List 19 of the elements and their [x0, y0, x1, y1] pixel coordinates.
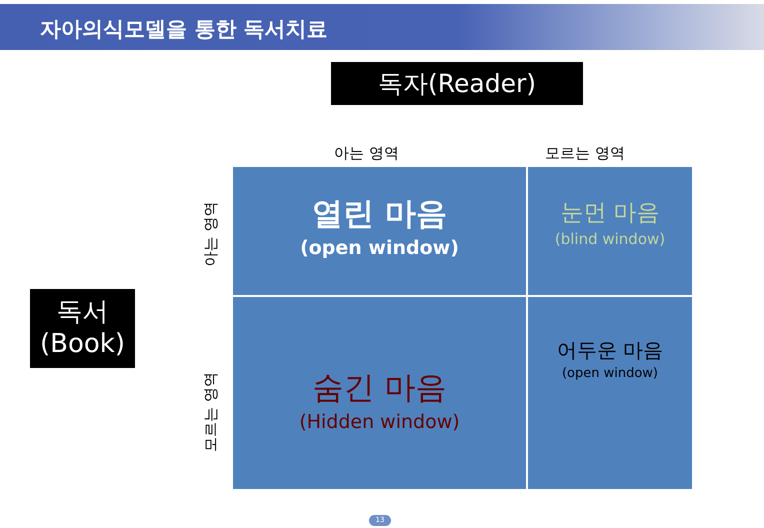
- quadrant-cell: [528, 297, 692, 489]
- column-header: 아는 영역: [334, 144, 399, 163]
- quadrant-title: 눈먼 마음: [560, 199, 660, 228]
- quadrant-cell: [233, 297, 526, 489]
- axis-tag: 독자(Reader): [331, 62, 583, 105]
- quadrant-title: 열린 마음: [312, 195, 447, 234]
- axis-tag: 독서 (Book): [30, 289, 135, 368]
- title: 자아의식모델을 통한 독서치료: [40, 16, 328, 43]
- quadrant-subtitle: (blind window): [554, 230, 666, 248]
- quadrant-cell: [233, 167, 526, 295]
- row-header: 아는 영역: [202, 202, 220, 266]
- row-header: 모르는 영역: [202, 372, 220, 452]
- quadrant-title: 숨긴 마음: [312, 369, 446, 408]
- quadrant-title: 어두운 마음: [556, 337, 664, 364]
- quadrant-cell: [528, 167, 692, 295]
- quadrant-subtitle: (Hidden window): [299, 411, 460, 433]
- quadrant-subtitle: (open window): [300, 237, 459, 259]
- quadrant-subtitle: (open window): [562, 366, 658, 381]
- column-header: 모르는 영역: [545, 144, 625, 163]
